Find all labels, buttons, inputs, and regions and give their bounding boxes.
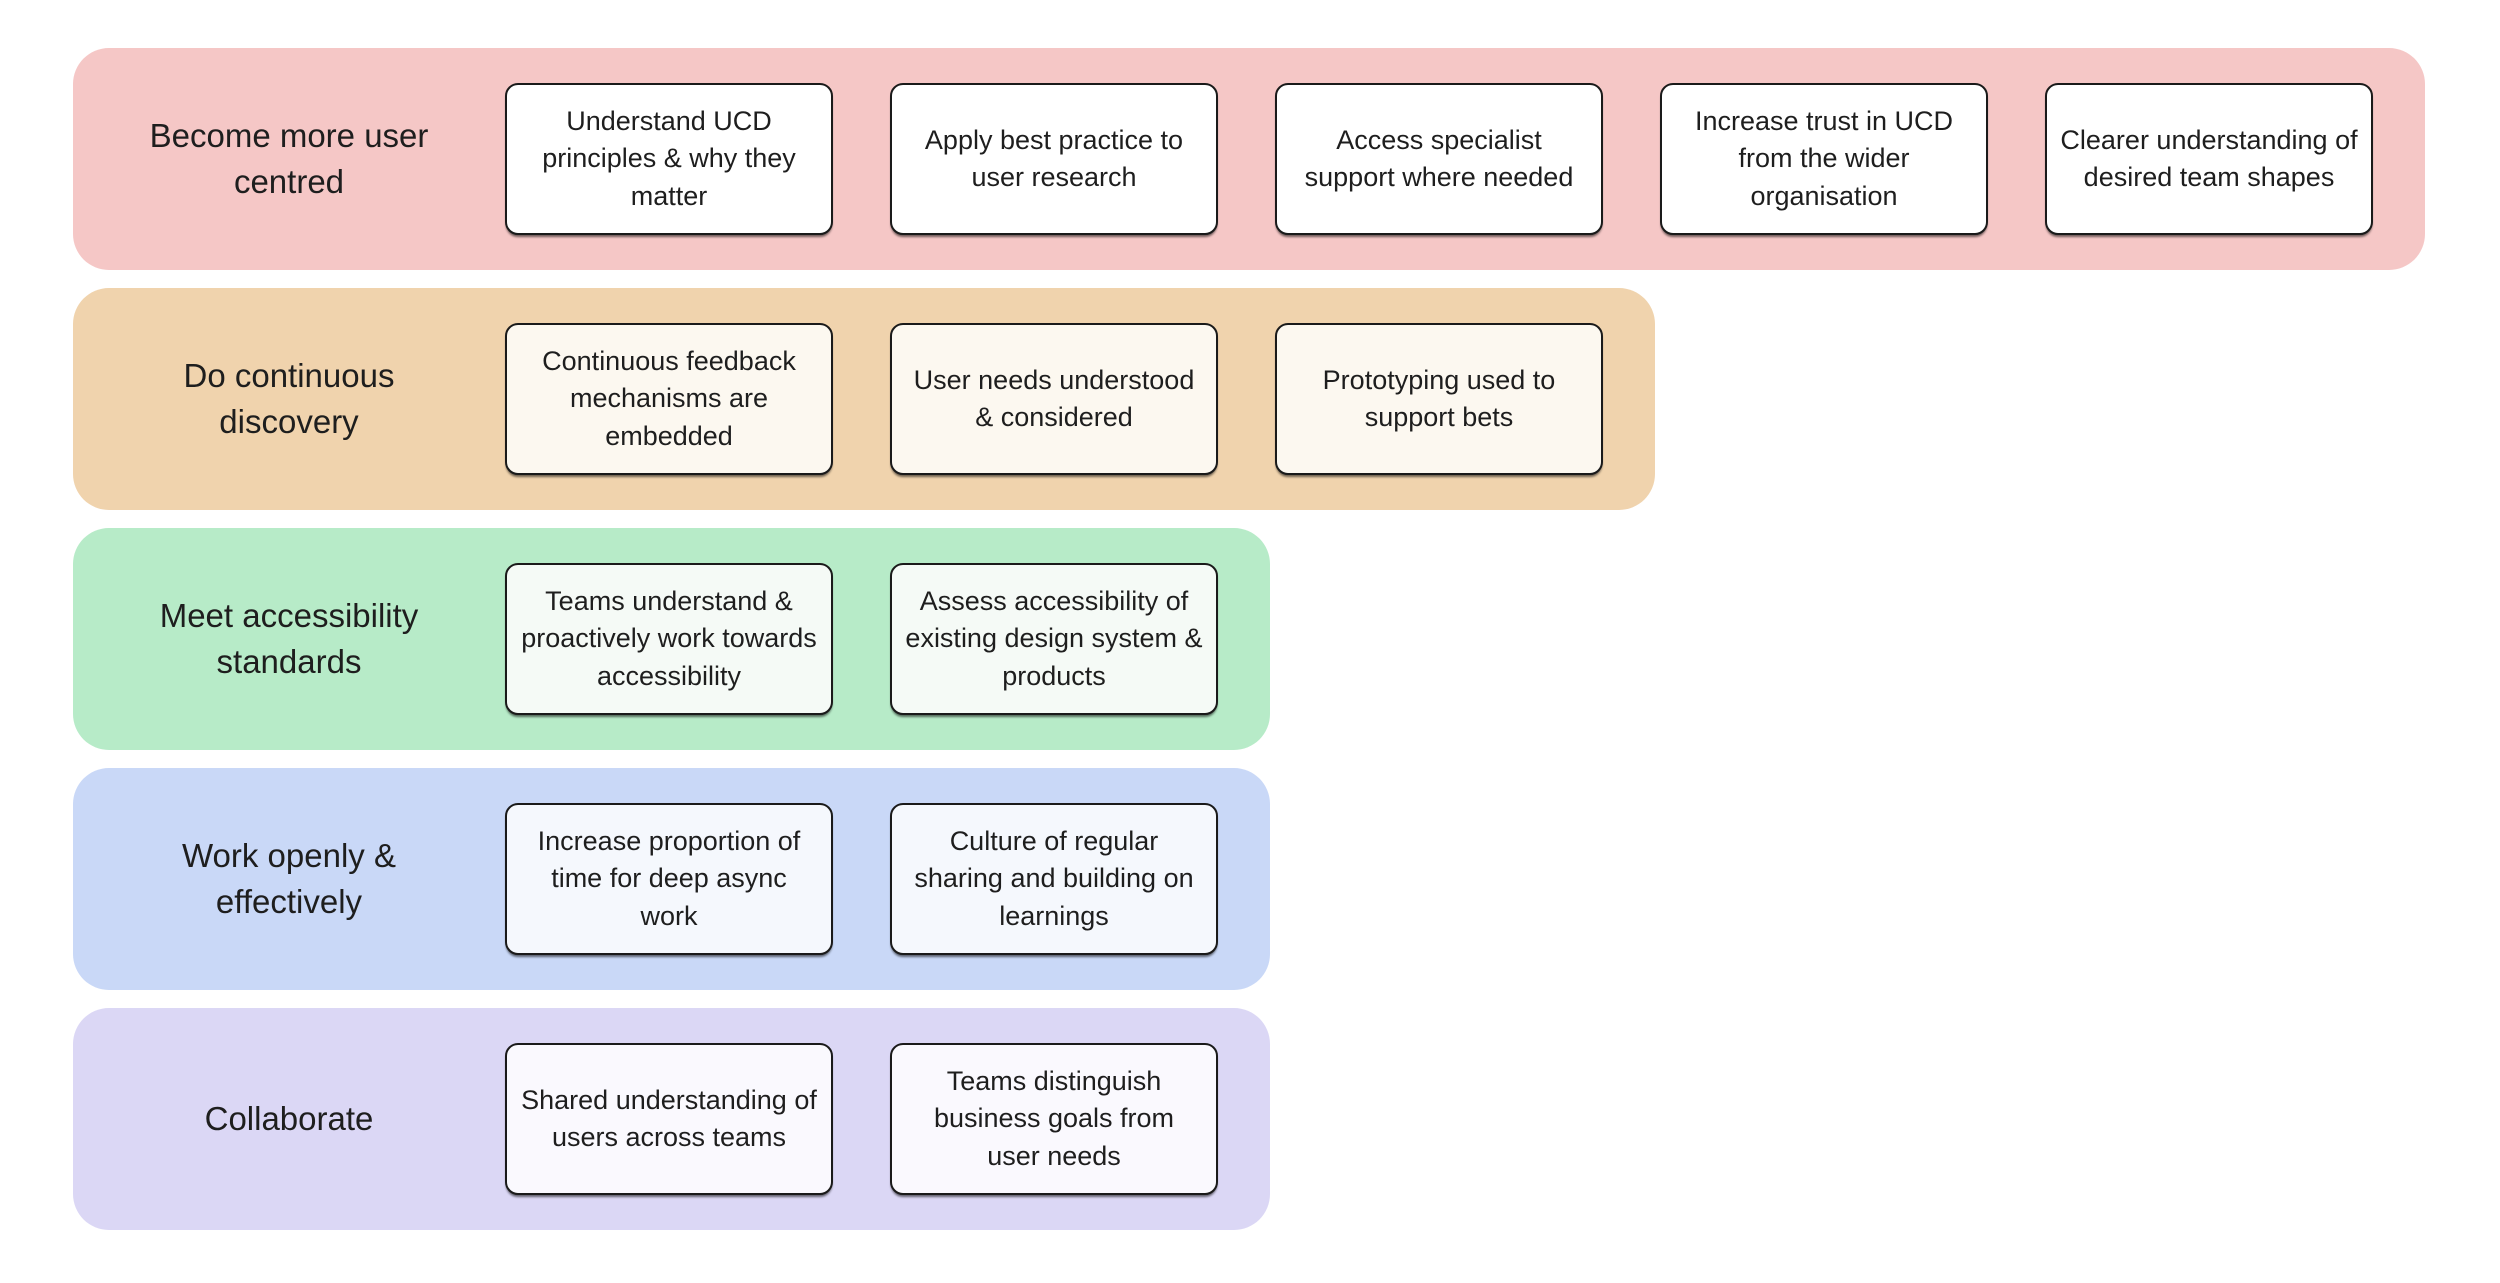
outcome-card-group: Understand UCD principles & why they mat… xyxy=(505,83,2373,235)
outcome-card-text: Continuous feedback mechanisms are embed… xyxy=(542,346,796,451)
outcome-card: Apply best practice to user research xyxy=(890,83,1218,235)
goal-label: Become more user centred xyxy=(149,116,429,200)
outcome-card: Increase trust in UCD from the wider org… xyxy=(1660,83,1988,235)
ucd-goals-roadmap-diagram: Become more user centred Understand UCD … xyxy=(73,48,2425,1230)
outcome-card: User needs understood & considered xyxy=(890,323,1218,475)
outcome-card-text: Clearer understanding of desired team sh… xyxy=(2060,124,2358,192)
goal-label: Work openly & effectively xyxy=(182,836,396,920)
outcome-card-text: User needs understood & considered xyxy=(913,364,1195,432)
outcome-card-group: Teams understand & proactively work towa… xyxy=(505,563,1218,715)
outcome-card-group: Shared understanding of users across tea… xyxy=(505,1043,1218,1195)
goal-band-become-more-user-centred: Become more user centred Understand UCD … xyxy=(73,48,2425,270)
outcome-card-text: Culture of regular sharing and building … xyxy=(914,826,1194,931)
outcome-card-text: Increase trust in UCD from the wider org… xyxy=(1694,106,1954,211)
outcome-card: Understand UCD principles & why they mat… xyxy=(505,83,833,235)
outcome-card: Teams distinguish business goals from us… xyxy=(890,1043,1218,1195)
outcome-card-text: Shared understanding of users across tea… xyxy=(521,1084,817,1152)
outcome-card: Shared understanding of users across tea… xyxy=(505,1043,833,1195)
outcome-card-text: Prototyping used to support bets xyxy=(1322,364,1556,432)
outcome-card-text: Teams understand & proactively work towa… xyxy=(521,586,817,691)
outcome-card: Teams understand & proactively work towa… xyxy=(505,563,833,715)
outcome-card-text: Apply best practice to user research xyxy=(924,124,1184,192)
outcome-card: Increase proportion of time for deep asy… xyxy=(505,803,833,955)
outcome-card: Access specialist support where needed xyxy=(1275,83,1603,235)
outcome-card-group: Increase proportion of time for deep asy… xyxy=(505,803,1218,955)
goal-band-work-openly-effectively: Work openly & effectively Increase propo… xyxy=(73,768,1270,990)
outcome-card-text: Teams distinguish business goals from us… xyxy=(933,1066,1175,1171)
outcome-card-text: Assess accessibility of existing design … xyxy=(905,586,1203,691)
goal-label: Do continuous discovery xyxy=(183,356,395,440)
outcome-card: Continuous feedback mechanisms are embed… xyxy=(505,323,833,475)
outcome-card-group: Continuous feedback mechanisms are embed… xyxy=(505,323,1603,475)
goal-band-meet-accessibility-standards: Meet accessibility standards Teams under… xyxy=(73,528,1270,750)
goal-label: Collaborate xyxy=(204,1099,374,1137)
outcome-card: Assess accessibility of existing design … xyxy=(890,563,1218,715)
outcome-card: Clearer understanding of desired team sh… xyxy=(2045,83,2373,235)
outcome-card: Culture of regular sharing and building … xyxy=(890,803,1218,955)
outcome-card-text: Increase proportion of time for deep asy… xyxy=(537,826,801,931)
outcome-card-text: Understand UCD principles & why they mat… xyxy=(542,106,796,211)
goal-band-collaborate: Collaborate Shared understanding of user… xyxy=(73,1008,1270,1230)
goal-label: Meet accessibility standards xyxy=(159,596,419,680)
outcome-card-text: Access specialist support where needed xyxy=(1304,124,1574,192)
outcome-card: Prototyping used to support bets xyxy=(1275,323,1603,475)
goal-band-do-continuous-discovery: Do continuous discovery Continuous feedb… xyxy=(73,288,1655,510)
